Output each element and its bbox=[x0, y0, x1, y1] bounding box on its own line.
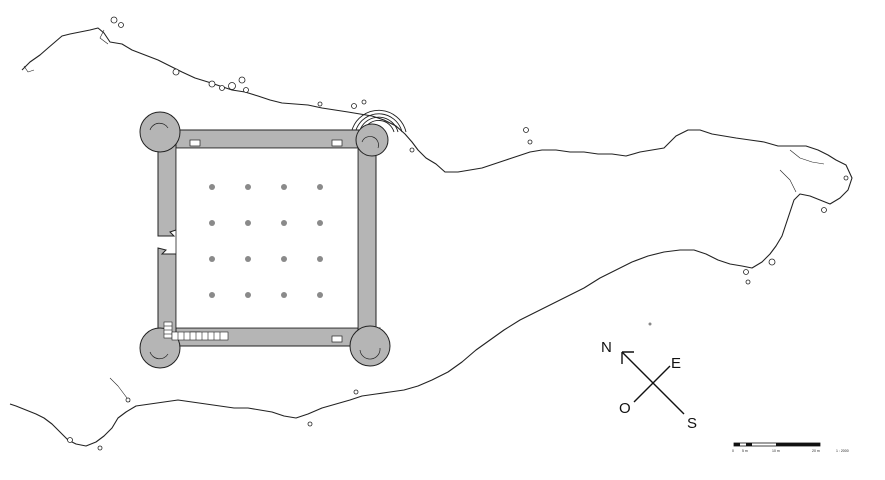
pillar bbox=[317, 220, 323, 226]
rock bbox=[648, 322, 652, 326]
scale-label-20: 20 m bbox=[812, 449, 820, 453]
pillar bbox=[317, 256, 323, 262]
rock bbox=[353, 389, 359, 395]
rock bbox=[843, 175, 849, 181]
rock bbox=[745, 279, 751, 285]
pillar bbox=[281, 292, 287, 298]
rock bbox=[118, 22, 124, 28]
tower-nw bbox=[139, 111, 181, 153]
rock bbox=[243, 87, 249, 93]
pillar bbox=[245, 184, 251, 190]
pillar bbox=[245, 220, 251, 226]
rock bbox=[208, 80, 216, 88]
fort bbox=[139, 111, 391, 369]
rock bbox=[409, 147, 415, 153]
scale-label-0: 0 bbox=[732, 449, 734, 453]
wall-west-upper bbox=[157, 139, 177, 237]
shore-rocks bbox=[67, 16, 849, 451]
rock bbox=[307, 421, 313, 427]
rock bbox=[238, 76, 246, 84]
pillar bbox=[317, 292, 323, 298]
wall-east bbox=[357, 139, 377, 341]
pillar bbox=[281, 256, 287, 262]
rock bbox=[317, 101, 323, 107]
rock bbox=[97, 445, 103, 451]
rock bbox=[527, 139, 533, 145]
shoreline bbox=[9, 27, 853, 447]
pillar bbox=[245, 292, 251, 298]
rock bbox=[821, 207, 827, 213]
compass bbox=[621, 351, 685, 415]
rock bbox=[361, 99, 367, 105]
staircase bbox=[163, 321, 229, 341]
pillar bbox=[209, 184, 215, 190]
rock bbox=[351, 103, 357, 109]
compass-west-label: O bbox=[619, 400, 631, 417]
tower-ne bbox=[355, 123, 389, 157]
scale-label-10: 10 m bbox=[772, 449, 780, 453]
pillar bbox=[209, 256, 215, 262]
compass-axis-eo bbox=[633, 365, 671, 403]
inner-court bbox=[175, 147, 359, 329]
compass-south-label: S bbox=[687, 415, 697, 432]
north-arrow-icon bbox=[621, 351, 634, 364]
pillar bbox=[209, 292, 215, 298]
scale-bar: 0 5 m 10 m 20 m 1 : 2000 bbox=[732, 442, 849, 453]
rock bbox=[125, 397, 131, 403]
rock bbox=[228, 82, 236, 90]
pillar bbox=[317, 184, 323, 190]
scale-label-5: 5 m bbox=[742, 449, 748, 453]
compass-north-label: N bbox=[601, 339, 612, 356]
rock bbox=[67, 437, 73, 443]
tower-se bbox=[349, 325, 391, 367]
pillar bbox=[281, 220, 287, 226]
pillar bbox=[245, 256, 251, 262]
rock bbox=[172, 68, 180, 76]
rock bbox=[768, 258, 776, 266]
rock bbox=[110, 16, 118, 24]
rock bbox=[743, 269, 749, 275]
shoreline-north-edge bbox=[9, 27, 853, 447]
compass-east-label: E bbox=[671, 355, 681, 372]
shoreline-inner-line bbox=[23, 29, 825, 403]
rock bbox=[523, 127, 529, 133]
pillar bbox=[209, 220, 215, 226]
pillar bbox=[281, 184, 287, 190]
scale-ratio: 1 : 2000 bbox=[836, 449, 849, 453]
rock bbox=[219, 85, 225, 91]
pillar-grid bbox=[209, 184, 323, 298]
